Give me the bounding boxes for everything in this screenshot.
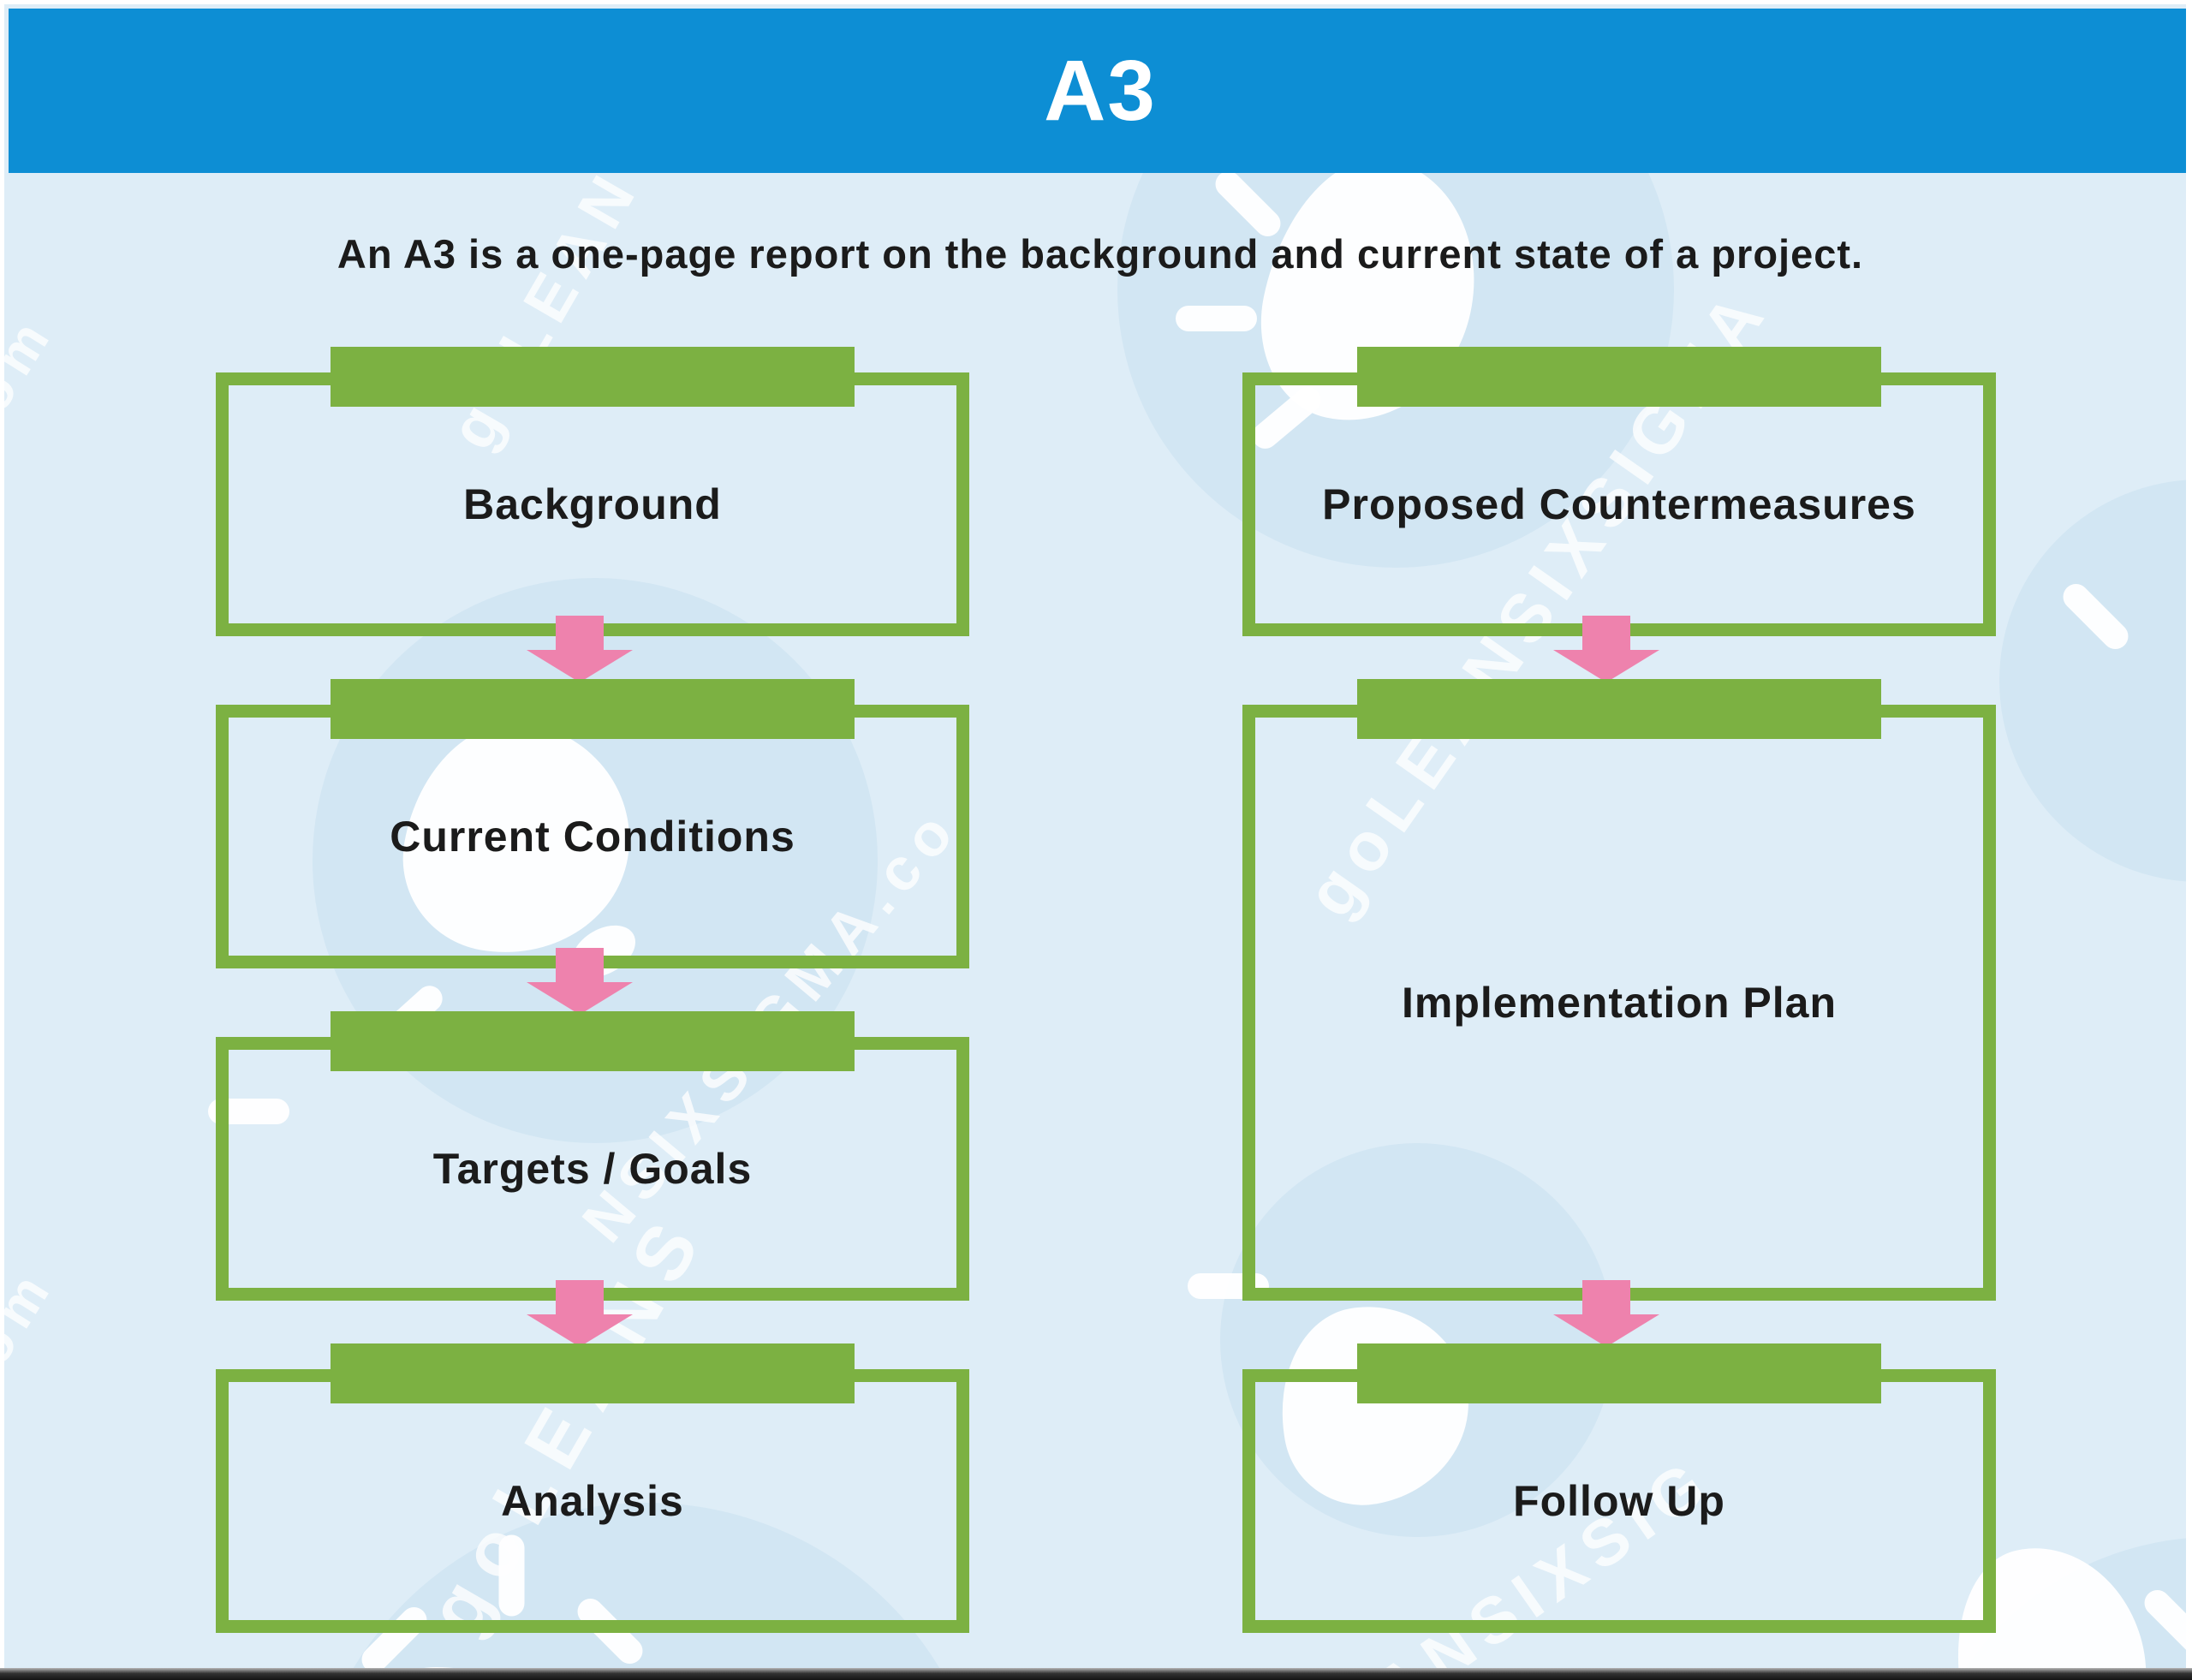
watermark-text: om: [4, 1255, 67, 1376]
box-label: Implementation Plan: [1402, 979, 1837, 1027]
flow-box-implementation-plan: Implementation Plan: [1242, 679, 1996, 1301]
arrow-shaft: [556, 1280, 604, 1314]
title-bar: A3: [9, 9, 2186, 173]
subtitle-text: An A3 is a one-page report on the backgr…: [337, 231, 1864, 277]
flow-box-background: Background: [216, 347, 969, 636]
arrow-shaft: [556, 948, 604, 982]
box-label: Follow Up: [1513, 1477, 1725, 1525]
arrow-shaft: [1582, 1280, 1630, 1314]
arrow-head: [527, 650, 633, 682]
bulb-ray-icon: [2058, 578, 2134, 655]
watermark-circle: [1999, 480, 2186, 882]
arrow-head: [1553, 650, 1659, 682]
slide-background: om goLEAN goLEANSIXSIGMA NSIXSIGMA.co go…: [4, 4, 2186, 1680]
box-header-bar: [1357, 679, 1881, 739]
box-label: Background: [463, 480, 722, 528]
bulb-ray-icon: [2139, 1584, 2186, 1661]
page-title: A3: [1044, 42, 1157, 139]
flow-box-current-conditions: Current Conditions: [216, 679, 969, 968]
box-header-bar: [331, 1343, 855, 1403]
down-arrow: [1553, 1280, 1659, 1347]
box-label: Analysis: [501, 1477, 684, 1525]
arrow-head: [527, 1314, 633, 1347]
arrow-head: [527, 982, 633, 1015]
box-header-bar: [331, 347, 855, 407]
down-arrow: [527, 616, 633, 682]
flow-box-analysis: Analysis: [216, 1343, 969, 1633]
bulb-ray-icon: [1176, 306, 1257, 331]
down-arrow: [527, 1280, 633, 1347]
bottom-edge-line: [0, 1668, 2192, 1680]
box-label: Current Conditions: [390, 813, 795, 861]
arrow-shaft: [1582, 616, 1630, 650]
down-arrow: [527, 948, 633, 1015]
arrow-head: [1553, 1314, 1659, 1347]
box-label: Targets / Goals: [432, 1145, 753, 1193]
arrow-shaft: [556, 616, 604, 650]
flow-box-proposed-countermeasures: Proposed Countermeasures: [1242, 347, 1996, 636]
flow-box-targets-goals: Targets / Goals: [216, 1011, 969, 1301]
flow-box-follow-up: Follow Up: [1242, 1343, 1996, 1633]
box-label: Proposed Countermeasures: [1322, 480, 1916, 528]
watermark-text: om: [4, 302, 67, 423]
down-arrow: [1553, 616, 1659, 682]
